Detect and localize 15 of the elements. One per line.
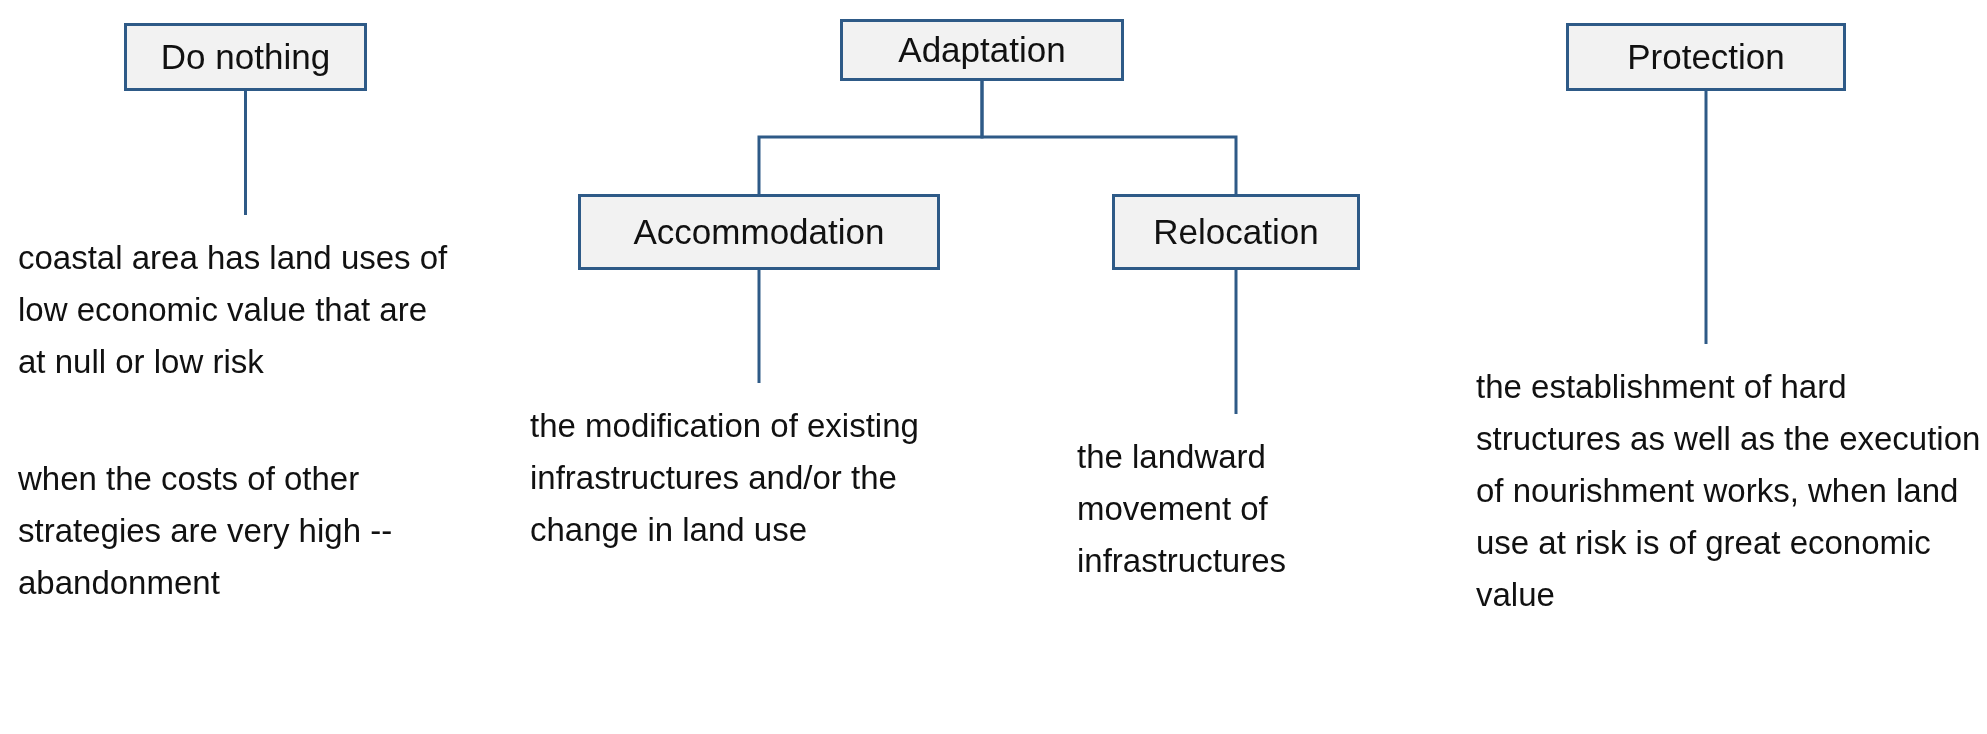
description-paragraph: the establishment of hard structures as well as the execution of nourishment works, when land use at risk is of great economic value xyxy=(1476,367,1982,615)
description-paragraph: the landward movement of infrastructures xyxy=(1077,437,1288,581)
connector-line xyxy=(980,81,1238,194)
description-paragraph: when the costs of other strategies are very high -- abandonment xyxy=(18,459,394,603)
category-box: Relocation xyxy=(1112,194,1360,270)
category-box: Adaptation xyxy=(840,19,1124,81)
connector-line xyxy=(757,270,761,383)
category-box: Accommodation xyxy=(578,194,940,270)
category-box: Do nothing xyxy=(124,23,367,91)
category-box: Protection xyxy=(1566,23,1846,91)
connector-line xyxy=(1234,270,1238,414)
description-paragraph: the modification of existing infrastructures and/or the change in land use xyxy=(530,406,920,550)
connector-line xyxy=(1704,91,1708,344)
description-paragraph: coastal area has land uses of low economic value that are at null or low risk xyxy=(18,238,449,382)
connector-line xyxy=(244,91,247,215)
